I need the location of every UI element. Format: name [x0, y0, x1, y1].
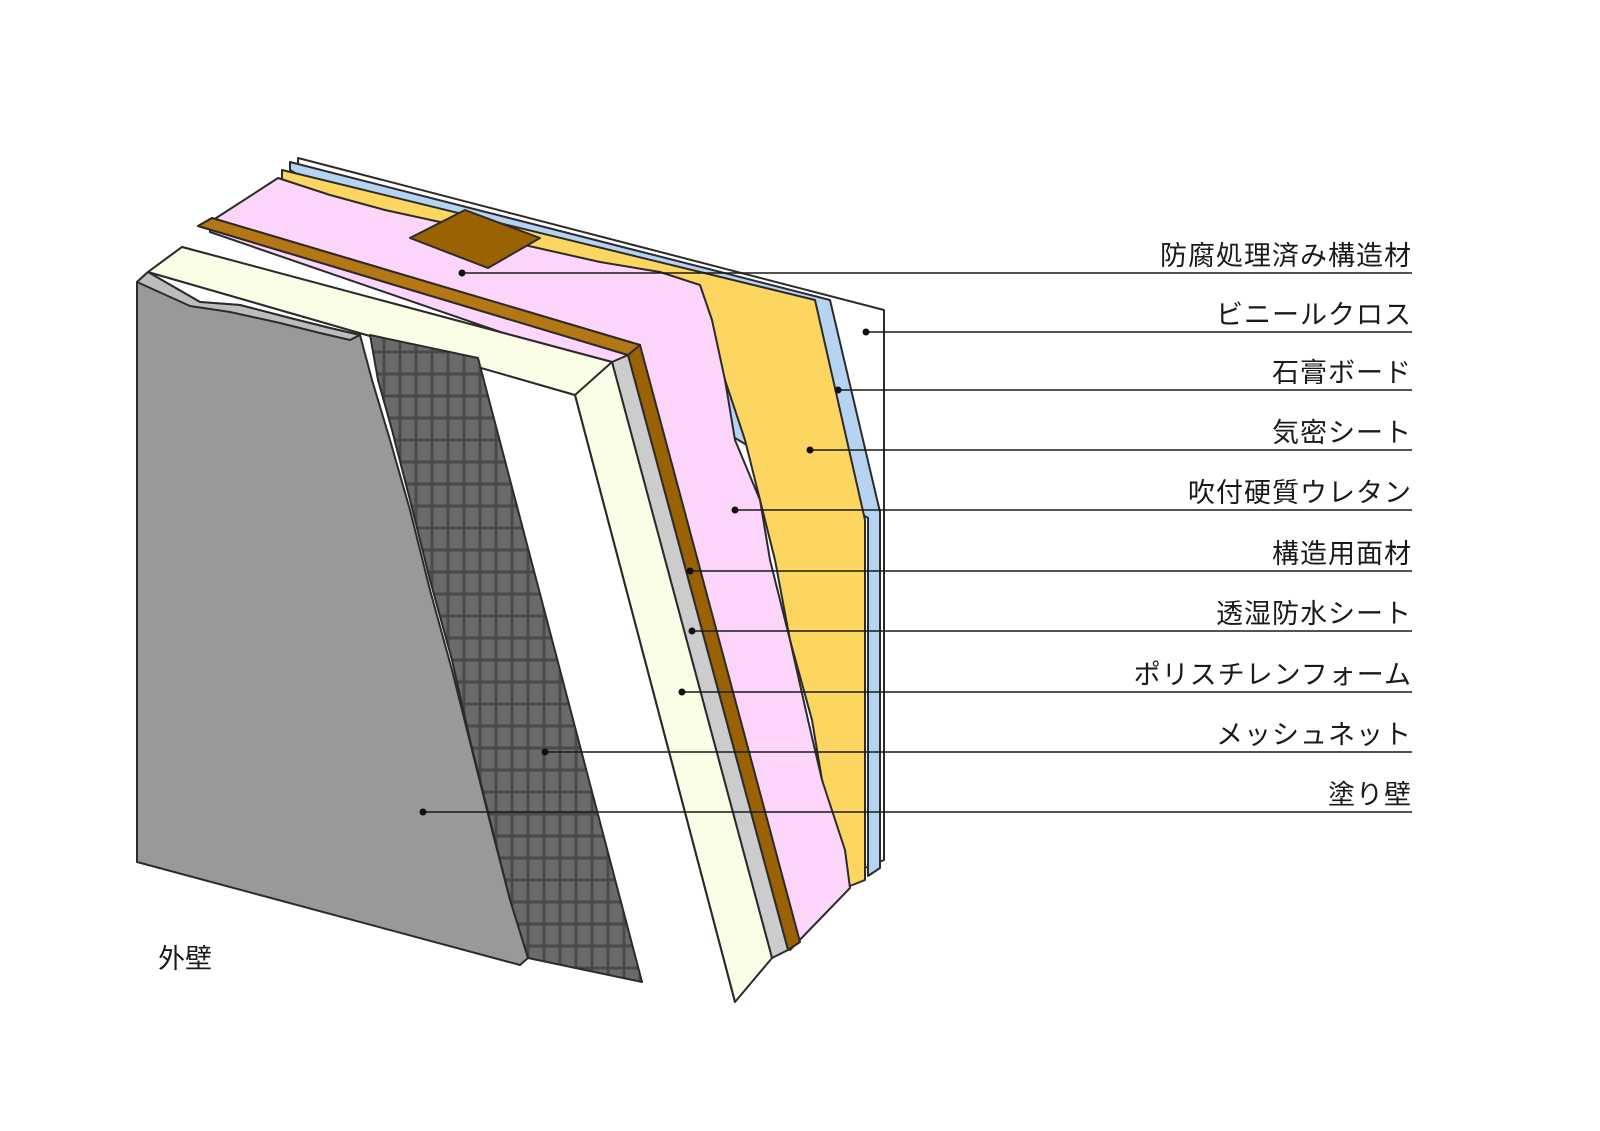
leader-dot-panel — [686, 567, 694, 575]
label-plaster: 塗り壁 — [1328, 780, 1412, 811]
label-airtight: 気密シート — [1272, 418, 1412, 449]
leader-dot-plaster — [419, 808, 427, 816]
leader-dot-wood — [458, 269, 466, 277]
label-urethane: 吹付硬質ウレタン — [1188, 478, 1412, 509]
plaster-wall-top-edge — [136, 271, 361, 341]
leader-dot-mesh — [541, 748, 549, 756]
label-mesh: メッシュネット — [1216, 720, 1412, 751]
label-moisture: 透湿防水シート — [1216, 599, 1412, 630]
leader-dot-vinyl — [862, 328, 870, 336]
polystyrene-foam-edge — [574, 394, 736, 1003]
callout-labels: 防腐処理済み構造材ビニールクロス石膏ボード気密シート吹付硬質ウレタン構造用面材透… — [1134, 241, 1412, 811]
leader-dot-urethane — [731, 506, 739, 514]
leader-dot-foam — [678, 688, 686, 696]
label-wood: 防腐処理済み構造材 — [1160, 241, 1412, 272]
leader-dot-airtight — [806, 446, 814, 454]
spray-urethane-layer — [209, 177, 851, 951]
leader-dot-moisture — [688, 627, 696, 635]
leader-dot-gypsum — [834, 386, 842, 394]
label-panel: 構造用面材 — [1272, 539, 1412, 570]
label-vinyl: ビニールクロス — [1216, 300, 1412, 331]
label-gypsum: 石膏ボード — [1272, 358, 1412, 389]
exterior-wall-label: 外壁 — [158, 944, 212, 975]
structural-timber-member — [409, 209, 541, 269]
leader-lines — [419, 269, 1412, 816]
structural-panel-top-face — [197, 217, 641, 356]
label-foam: ポリスチレンフォーム — [1134, 660, 1412, 691]
